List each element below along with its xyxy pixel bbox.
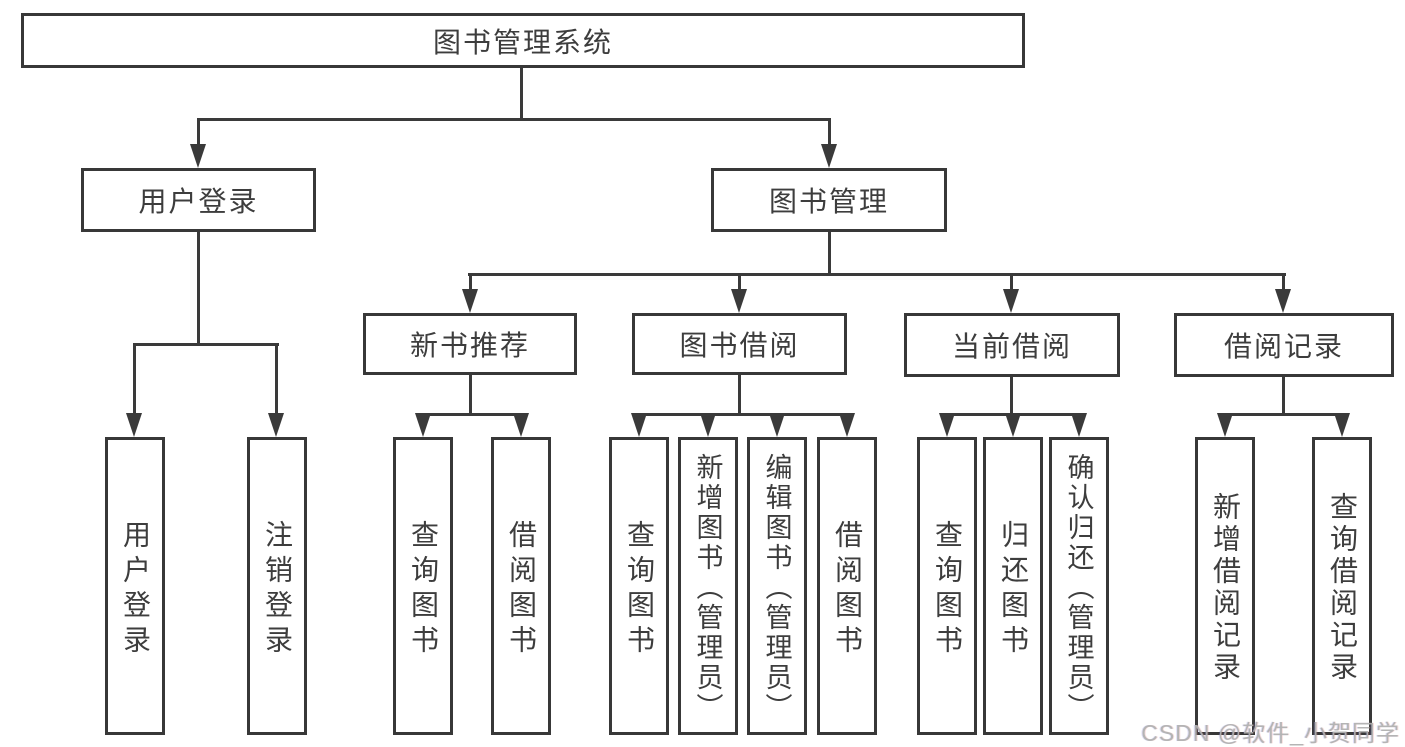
connector-current-borrow-stem: [1010, 377, 1013, 415]
connector-stem-borrow-record: [1282, 273, 1285, 295]
connector-root-stem: [520, 68, 523, 120]
leaf-query-book-3: 查询图书: [917, 437, 977, 735]
arrowhead-current-borrow-leaf3: [1071, 413, 1087, 437]
leaf-edit-book-admin-label: 编辑图书（管理员）: [761, 452, 792, 723]
arrowhead-book-borrow-leaf3: [769, 413, 785, 437]
connector-stem-book-borrow: [738, 273, 741, 295]
arrowhead-leaf-logout: [268, 413, 284, 437]
connector-new-book-stem: [469, 375, 472, 415]
arrowhead-book-borrow: [731, 289, 747, 313]
arrowhead-book-borrow-leaf2: [700, 413, 716, 437]
connector-book-borrow-stem: [738, 375, 741, 415]
leaf-add-book-admin-label: 新增图书（管理员）: [692, 452, 723, 723]
arrowhead-new-book-leaf2: [513, 413, 529, 437]
leaf-query-borrow-record: 查询借阅记录: [1312, 437, 1372, 735]
leaf-add-borrow-record-label: 新增借阅记录: [1210, 492, 1241, 684]
connector-stem-user-login: [197, 120, 200, 148]
node-current-borrow-label: 当前借阅: [951, 331, 1072, 362]
leaf-confirm-return-admin: 确认归还（管理员）: [1049, 437, 1109, 735]
connector-stem-leaf-login: [133, 343, 136, 417]
connector-borrow-record-bar: [1224, 413, 1344, 416]
node-borrow-record: 借阅记录: [1174, 313, 1394, 377]
leaf-borrow-book-2-label: 借阅图书: [832, 519, 863, 660]
connector-borrow-record-stem: [1282, 377, 1285, 415]
connector-level2-bar: [197, 118, 831, 121]
arrowhead-new-book-leaf1: [415, 413, 431, 437]
connector-book-management-stem: [828, 232, 831, 275]
leaf-edit-book-admin: 编辑图书（管理员）: [747, 437, 807, 735]
arrowhead-borrow-record-leaf2: [1334, 413, 1350, 437]
node-current-borrow: 当前借阅: [904, 313, 1120, 377]
leaf-query-book-1: 查询图书: [393, 437, 453, 735]
node-user-login-label: 用户登录: [138, 186, 259, 217]
arrowhead-borrow-record-leaf1: [1217, 413, 1233, 437]
connector-book-borrow-bar: [638, 413, 849, 416]
arrowhead-current-borrow-leaf2: [1005, 413, 1021, 437]
node-book-borrow-label: 图书借阅: [679, 330, 800, 361]
csdn-watermark: CSDN @软件_小贺同学: [1141, 720, 1400, 746]
node-user-login: 用户登录: [81, 168, 316, 232]
node-root: 图书管理系统: [21, 13, 1025, 68]
leaf-borrow-book-2: 借阅图书: [817, 437, 877, 735]
arrowhead-current-borrow-leaf1: [939, 413, 955, 437]
connector-stem-current-borrow: [1010, 273, 1013, 295]
connector-user-login-stem: [197, 232, 200, 345]
node-borrow-record-label: 借阅记录: [1223, 331, 1344, 362]
connector-user-login-bar: [134, 343, 279, 346]
leaf-query-book-2-label: 查询图书: [624, 519, 655, 660]
leaf-query-book-3-label: 查询图书: [932, 519, 963, 660]
connector-stem-leaf-logout: [275, 343, 278, 417]
leaf-confirm-return-admin-label: 确认归还（管理员）: [1063, 452, 1094, 723]
arrowhead-book-borrow-leaf1: [631, 413, 647, 437]
connector-new-book-bar: [422, 413, 523, 416]
node-root-label: 图书管理系统: [432, 26, 613, 58]
node-book-management-label: 图书管理: [768, 186, 889, 217]
node-book-borrow: 图书借阅: [632, 313, 847, 375]
leaf-user-login: 用户登录: [105, 437, 165, 735]
leaf-logout: 注销登录: [247, 437, 307, 735]
leaf-borrow-book-1: 借阅图书: [491, 437, 551, 735]
leaf-return-book-label: 归还图书: [998, 519, 1029, 660]
node-new-book-recommend-label: 新书推荐: [409, 330, 530, 361]
leaf-add-book-admin: 新增图书（管理员）: [678, 437, 738, 735]
leaf-logout-label: 注销登录: [262, 519, 293, 660]
connector-stem-book-management: [828, 120, 831, 148]
arrowhead-current-borrow: [1003, 289, 1019, 313]
leaf-add-borrow-record: 新增借阅记录: [1195, 437, 1255, 735]
arrowhead-user-login: [190, 144, 206, 168]
arrowhead-borrow-record: [1275, 289, 1291, 313]
leaf-borrow-book-1-label: 借阅图书: [506, 519, 537, 660]
arrowhead-book-management: [821, 144, 837, 168]
connector-stem-new-book: [469, 273, 472, 295]
node-book-management: 图书管理: [711, 168, 947, 232]
node-new-book-recommend: 新书推荐: [363, 313, 577, 375]
leaf-query-borrow-record-label: 查询借阅记录: [1327, 492, 1358, 684]
leaf-return-book: 归还图书: [983, 437, 1043, 735]
arrowhead-leaf-login: [126, 413, 142, 437]
arrowhead-new-book: [462, 289, 478, 313]
leaf-query-book-1-label: 查询图书: [408, 519, 439, 660]
connector-level3-bar: [468, 273, 1286, 276]
leaf-query-book-2: 查询图书: [609, 437, 669, 735]
arrowhead-book-borrow-leaf4: [839, 413, 855, 437]
leaf-user-login-label: 用户登录: [120, 519, 151, 660]
